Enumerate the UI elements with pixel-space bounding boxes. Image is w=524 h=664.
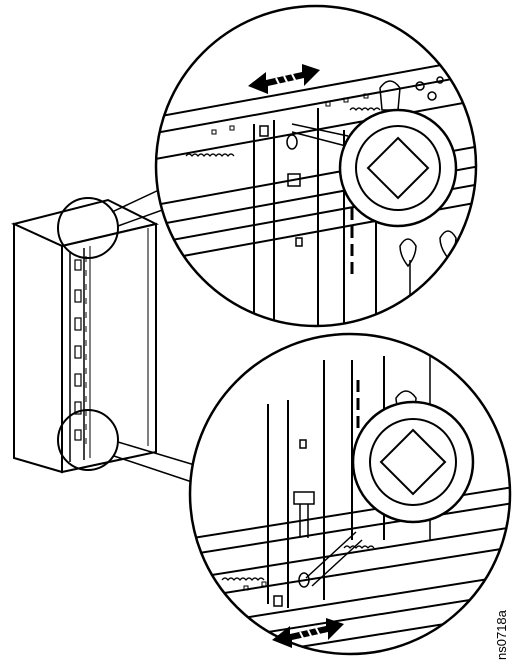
rack-rail-holes <box>74 256 87 444</box>
top-square-hole-zoom <box>338 108 458 228</box>
bottom-zoom-marker <box>57 409 119 471</box>
square-hole-diamond-icon <box>366 136 430 200</box>
top-detail-callout <box>154 4 478 328</box>
square-hole-diamond-icon <box>379 428 447 496</box>
bottom-detail-callout <box>188 332 512 656</box>
top-slide-arrow <box>248 64 320 94</box>
figure-id-label: ns0718a <box>494 610 509 660</box>
top-zoom-marker <box>57 197 119 259</box>
rack-enclosure <box>11 181 205 487</box>
bottom-slide-arrow <box>272 618 344 648</box>
